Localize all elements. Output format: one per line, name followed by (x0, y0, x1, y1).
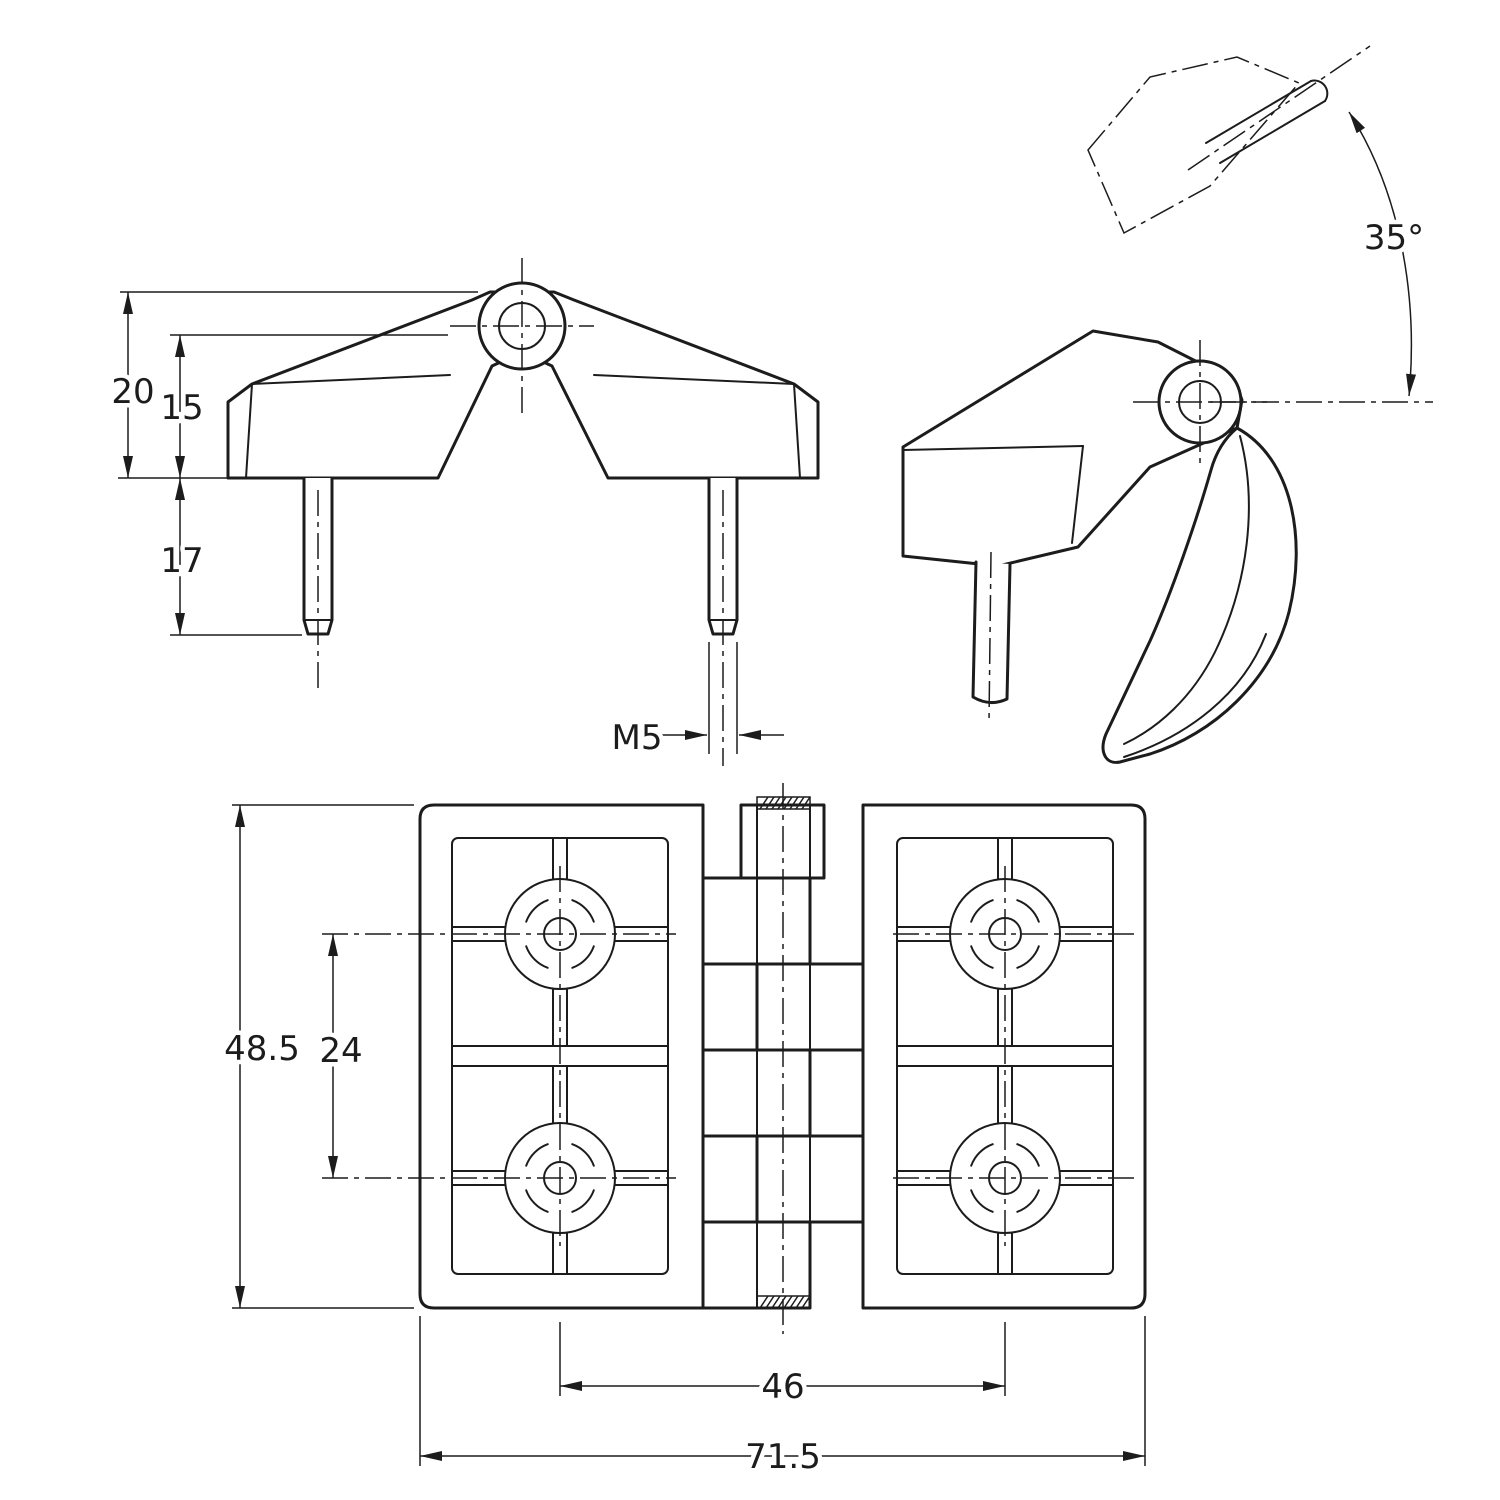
front-view: 20 15 17 M5 (107, 258, 820, 766)
pin-cylinder-end-cap (1310, 79, 1329, 102)
iso-flap-thickness-line (1123, 633, 1267, 758)
right-leaf-outline (861, 803, 1147, 1310)
iso-body-ledge (902, 445, 1084, 451)
dim-hole-spacing-vertical-label: 24 (319, 1031, 362, 1071)
pin-end-top-hatch (759, 796, 811, 810)
right-leaf-inner-panel (896, 837, 1114, 1275)
pin-end-bottom-hatch (759, 1295, 811, 1309)
ghost-flap-outline (1087, 56, 1301, 235)
left-leaf-outline (418, 803, 705, 1310)
left-leaf-ribs (451, 837, 669, 1275)
right-leaf-ribs (896, 837, 1114, 1275)
dim-thread-label: M5 (612, 718, 663, 758)
iso-body-fold (1071, 445, 1084, 544)
dim-plate-width-label: 71.5 (745, 1437, 821, 1477)
boss-top-left-ring-arcs (525, 899, 595, 969)
dim-total-height-label: 20 (111, 372, 154, 412)
boss-bottom-right-ring-arcs (970, 1143, 1040, 1213)
dim-opening-angle-label: 35° (1364, 218, 1424, 258)
dim-body-height-label: 15 (160, 388, 203, 428)
hinge-body-ledge-right (593, 374, 795, 385)
left-leaf-inner-panel (451, 837, 669, 1275)
pin-axis-centerline (1187, 45, 1371, 171)
plan-view: 48.5 24 46 71.5 (220, 783, 1147, 1482)
pin-cylinder-top-edge (1205, 80, 1312, 144)
angle-arc (1348, 111, 1417, 397)
iso-stud-outline (971, 560, 1012, 704)
iso-flap-fold-line (1123, 435, 1250, 745)
boss-top-right-ring-arcs (970, 899, 1040, 969)
dim-plate-height-label: 48.5 (224, 1029, 300, 1069)
dim-hole-spacing-horizontal-label: 46 (761, 1367, 804, 1407)
hinge-body-endface-left (245, 383, 253, 479)
hinge-body-endface-right (793, 383, 801, 479)
dim-stud-length-label: 17 (160, 541, 203, 581)
hinge-body-ledge-left (251, 374, 451, 385)
pin-cylinder-bottom-edge (1219, 100, 1326, 164)
pin-barrel-edges (756, 804, 811, 1309)
iso-stud-centerline (988, 551, 992, 723)
iso-view: 35° (901, 45, 1433, 764)
boss-bottom-left-ring-arcs (525, 1143, 595, 1213)
